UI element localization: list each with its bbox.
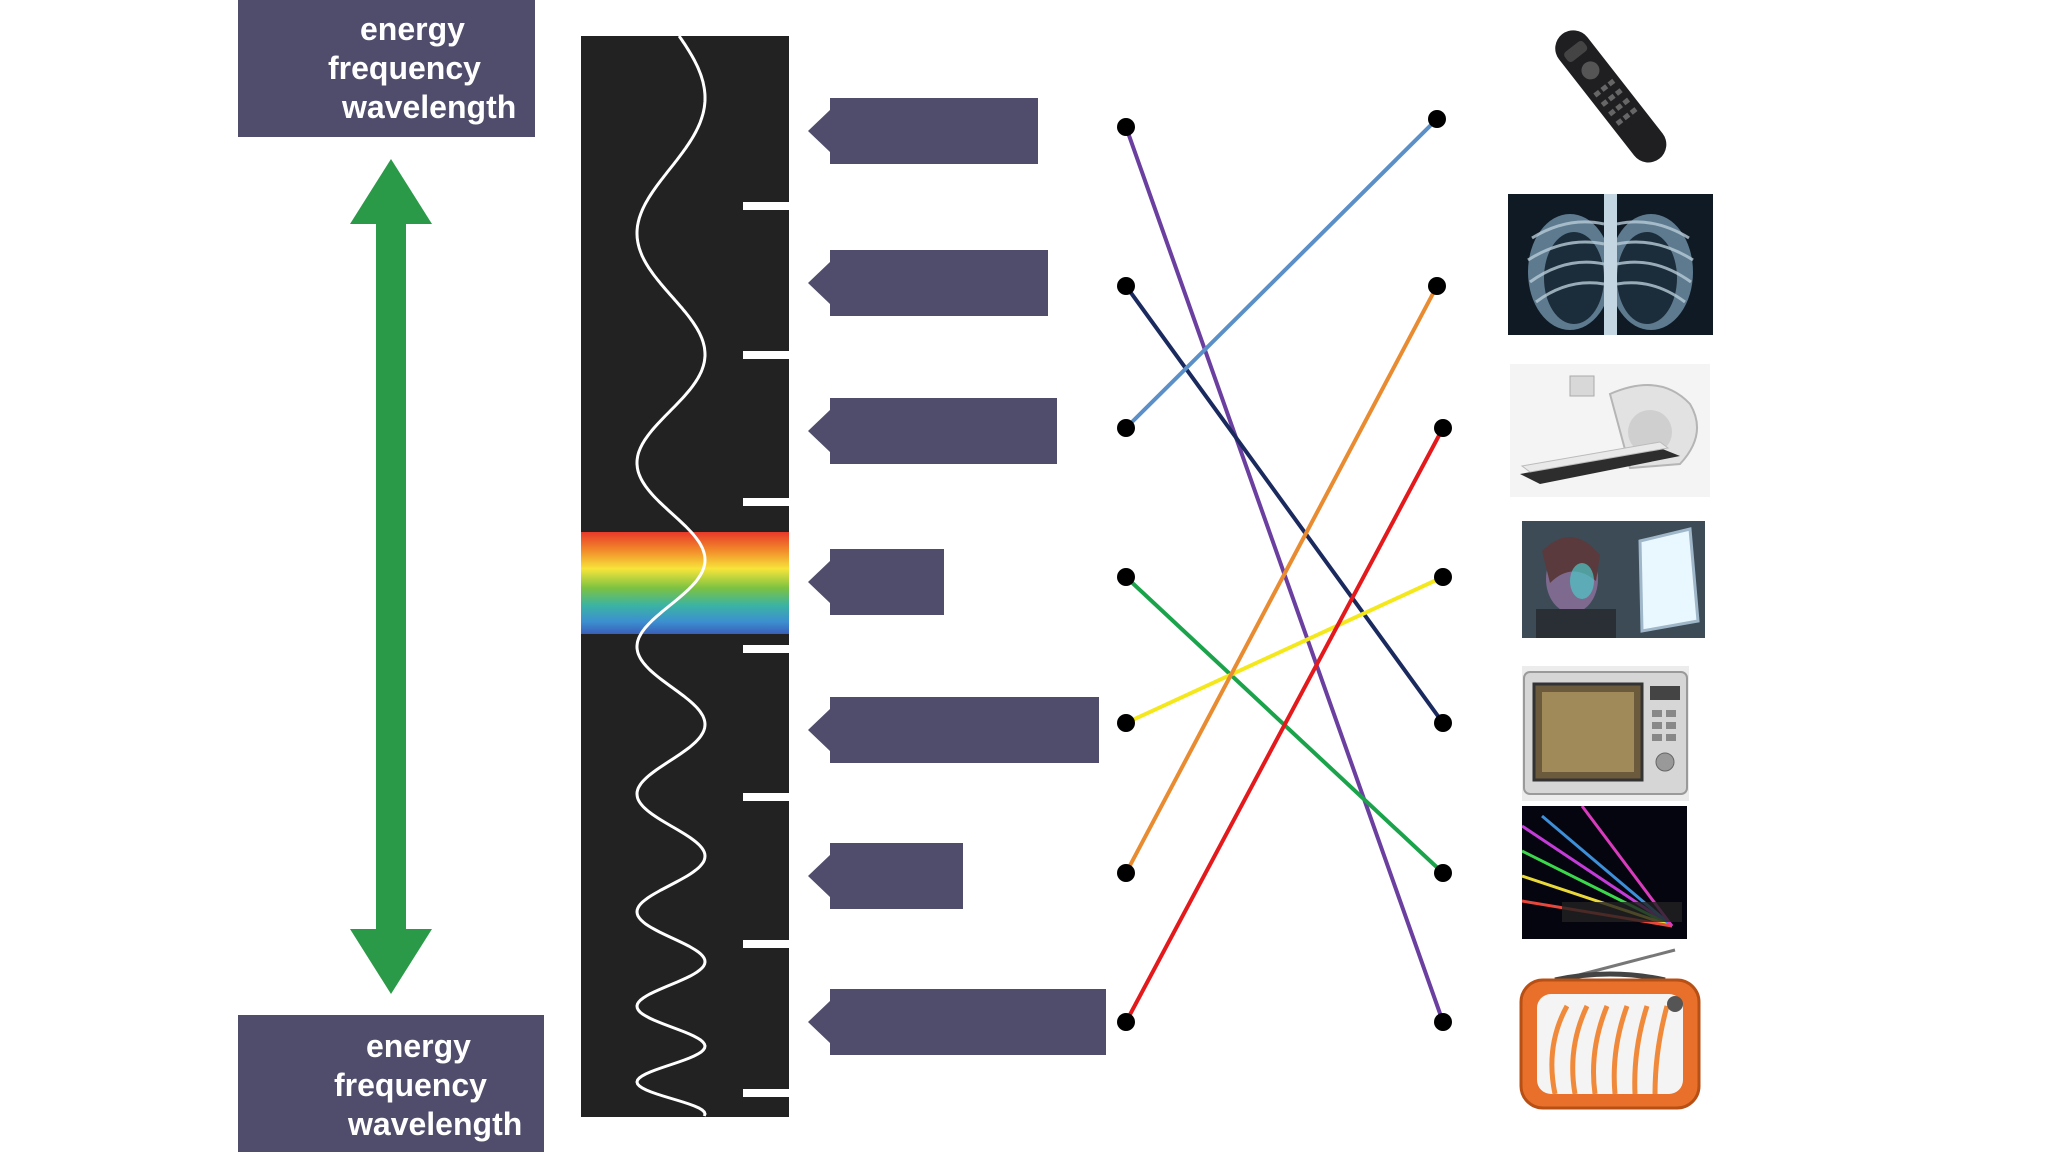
connector-line-5[interactable] bbox=[1125, 575, 1444, 725]
band-box-7 bbox=[808, 989, 1106, 1055]
radio-image bbox=[1515, 946, 1705, 1114]
remote-icon bbox=[1555, 30, 1667, 163]
radio-icon bbox=[1519, 948, 1701, 1110]
scanner-icon bbox=[1510, 364, 1710, 497]
band-box-3 bbox=[808, 398, 1057, 464]
scale-ticks bbox=[743, 202, 789, 1097]
frequency-label-top: frequency bbox=[328, 50, 481, 86]
left-dot-2[interactable] bbox=[1117, 277, 1135, 295]
energy-label-bottom: energy bbox=[366, 1028, 471, 1064]
double-arrow-icon bbox=[350, 159, 432, 994]
left-dot-5[interactable] bbox=[1117, 714, 1135, 732]
radiotherapy-machine-image bbox=[1510, 364, 1710, 497]
right-dot-1[interactable] bbox=[1428, 110, 1446, 128]
high-energy-label-box: energy frequency wavelength bbox=[238, 0, 535, 137]
xray-icon bbox=[1508, 194, 1713, 335]
band-box-5 bbox=[808, 697, 1099, 763]
microwave-icon bbox=[1522, 666, 1689, 801]
connector-line-7[interactable] bbox=[1124, 427, 1445, 1023]
uv-light-image bbox=[1522, 521, 1705, 638]
wave-line bbox=[635, 36, 707, 1117]
band-box-6 bbox=[808, 843, 963, 909]
frequency-label-bottom: frequency bbox=[334, 1067, 487, 1103]
right-dot-4[interactable] bbox=[1434, 568, 1452, 586]
right-dot-7[interactable] bbox=[1434, 1013, 1452, 1031]
light-show-image bbox=[1522, 806, 1687, 939]
left-dot-3[interactable] bbox=[1117, 419, 1135, 437]
band-box-4 bbox=[808, 549, 944, 615]
right-dot-6[interactable] bbox=[1434, 864, 1452, 882]
connector-line-3[interactable] bbox=[1124, 117, 1439, 430]
laser-lights-icon bbox=[1522, 806, 1687, 939]
connector-line-2[interactable] bbox=[1124, 284, 1445, 725]
right-dot-5[interactable] bbox=[1434, 714, 1452, 732]
tv-remote-image bbox=[1535, 24, 1685, 170]
right-dot-3[interactable] bbox=[1434, 419, 1452, 437]
wavelength-label-bottom: wavelength bbox=[348, 1106, 523, 1142]
right-dot-2[interactable] bbox=[1428, 277, 1446, 295]
energy-label-top: energy bbox=[360, 11, 465, 47]
wavelength-label-top: wavelength bbox=[342, 89, 517, 125]
visible-light-band bbox=[581, 532, 789, 634]
connector-line-6[interactable] bbox=[1124, 285, 1439, 874]
microwave-oven-image bbox=[1522, 666, 1689, 801]
chest-xray-image bbox=[1508, 194, 1713, 335]
low-energy-label-box: energy frequency wavelength bbox=[238, 1015, 544, 1152]
band-box-2 bbox=[808, 250, 1048, 316]
left-dot-6[interactable] bbox=[1117, 864, 1135, 882]
left-dot-7[interactable] bbox=[1117, 1013, 1135, 1031]
left-dot-1[interactable] bbox=[1117, 118, 1135, 136]
spectrum-scale bbox=[581, 36, 789, 1117]
band-box-1 bbox=[808, 98, 1038, 164]
left-dot-4[interactable] bbox=[1117, 568, 1135, 586]
uv-lamp-icon bbox=[1522, 521, 1705, 638]
